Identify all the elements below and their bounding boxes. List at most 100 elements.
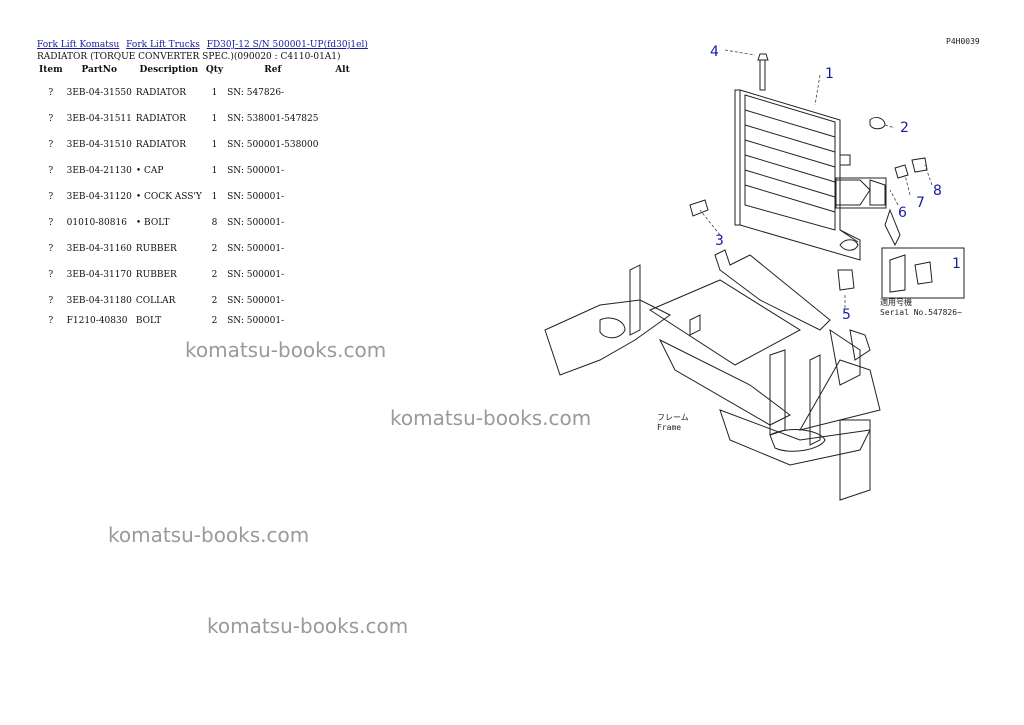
watermark: komatsu-books.com (185, 338, 387, 362)
cell-ref: SN: 500001- (227, 270, 285, 280)
serial-label-jp: 適用号機 (880, 297, 912, 307)
cell-ref: SN: 500001- (227, 166, 285, 176)
cell-item: ? (48, 244, 54, 254)
breadcrumb: Fork Lift Komatsu Fork Lift Trucks FD30J… (37, 40, 372, 50)
cell-item: ? (48, 114, 54, 124)
cell-ref: SN: 500001- (227, 296, 285, 306)
cell-description: RADIATOR (135, 114, 187, 124)
cell-alt (320, 158, 364, 184)
cell-description: BOLT (135, 316, 162, 326)
cell-item: ? (48, 192, 54, 202)
parts-table: Item PartNo Description Qty Ref Alt ? 3EB… (37, 65, 364, 328)
cell-qty: 1 (211, 166, 218, 176)
cell-description: • CAP (135, 166, 164, 176)
cell-alt (320, 314, 364, 328)
column-header-partno: PartNo (81, 65, 118, 75)
table-row: ? 3EB-04-21130• CAP 1 SN: 500001- (37, 158, 364, 184)
callout-6: 6 (898, 205, 907, 221)
detail-box (835, 177, 887, 209)
callout-3: 3 (715, 233, 724, 249)
leader-lines (699, 49, 933, 310)
cell-partno: 3EB-04-31510 (66, 140, 132, 150)
column-header-item: Item (39, 65, 63, 75)
table-row: ? 01010-80816 • BOLT 8 SN: 500001- (37, 210, 364, 236)
breadcrumb-link-model[interactable]: FD30J-12 S/N 500001-UP(fd30j1el) (206, 40, 368, 50)
column-header-alt: Alt (335, 65, 350, 75)
callout-detail-1: 1 (952, 256, 961, 272)
cell-qty: 2 (211, 296, 218, 306)
cell-description: • BOLT (135, 218, 170, 228)
cell-ref: SN: 500001- (227, 244, 285, 254)
frame-drawing (544, 249, 881, 501)
column-header-ref: Ref (264, 65, 282, 75)
cell-ref: SN: 500001- (227, 192, 285, 202)
table-row: ? F1210-40830 BOLT 2 SN: 500001- (37, 314, 364, 328)
cell-item: ? (48, 88, 54, 98)
cell-partno: 3EB-04-31511 (66, 114, 132, 124)
cell-item: ? (48, 270, 54, 280)
cell-description: RUBBER (135, 270, 177, 280)
cell-description: COLLAR (135, 296, 176, 306)
cell-qty: 2 (211, 244, 218, 254)
frame-label-jp: フレーム (657, 413, 689, 422)
cell-alt (320, 80, 364, 106)
cell-ref: SN: 500001- (227, 218, 285, 228)
cell-alt (320, 288, 364, 314)
breadcrumb-link-fork-lift-trucks[interactable]: Fork Lift Trucks (126, 40, 200, 50)
callout-5: 5 (842, 307, 851, 323)
column-header-description: Description (139, 65, 199, 75)
cell-qty: 1 (211, 192, 218, 202)
callout-2: 2 (900, 120, 909, 136)
watermark: komatsu-books.com (390, 406, 592, 430)
cell-item: ? (48, 166, 54, 176)
cell-qty: 1 (211, 140, 218, 150)
cell-qty: 1 (211, 114, 218, 124)
callout-8: 8 (933, 183, 942, 199)
table-row: ? 3EB-04-31120• COCK ASS'Y 1 SN: 500001- (37, 184, 364, 210)
cell-qty: 1 (211, 88, 218, 98)
cell-qty: 8 (211, 218, 218, 228)
cell-partno: 3EB-04-31170 (66, 270, 132, 280)
cell-partno: 3EB-04-21130 (66, 166, 132, 176)
cell-item: ? (48, 316, 54, 326)
cell-qty: 2 (211, 316, 218, 326)
cell-partno: 3EB-04-31550 (66, 88, 132, 98)
watermark: komatsu-books.com (207, 614, 409, 638)
cell-ref: SN: 500001- (227, 316, 285, 326)
cell-ref: SN: 500001-538000 (227, 140, 319, 150)
detail-inset: 1 適用号機 Serial No.547826~ (880, 247, 965, 317)
cell-item: ? (48, 296, 54, 306)
cell-description: • COCK ASS'Y (135, 192, 202, 202)
cell-qty: 2 (211, 270, 218, 280)
cell-description: RUBBER (135, 244, 177, 254)
cell-partno: F1210-40830 (66, 316, 128, 326)
cell-alt (320, 236, 364, 262)
breadcrumb-link-fork-lift-komatsu[interactable]: Fork Lift Komatsu (37, 40, 120, 50)
cell-ref: SN: 547826- (227, 88, 285, 98)
page-subtitle: RADIATOR (TORQUE CONVERTER SPEC.)(090020… (37, 52, 341, 62)
callout-1: 1 (825, 66, 834, 82)
cell-partno: 01010-80816 (66, 218, 127, 228)
cell-partno: 3EB-04-31120 (66, 192, 132, 202)
callout-7: 7 (916, 195, 925, 211)
cell-alt (320, 132, 364, 158)
cell-description: RADIATOR (135, 140, 187, 150)
column-header-qty: Qty (205, 65, 224, 75)
frame-label: Frame (657, 423, 681, 432)
table-header-row: Item PartNo Description Qty Ref Alt (37, 65, 364, 80)
drawing-code: P4H0039 (946, 37, 980, 46)
cell-partno: 3EB-04-31180 (66, 296, 132, 306)
cell-alt (320, 262, 364, 288)
cell-partno: 3EB-04-31160 (66, 244, 132, 254)
cell-ref: SN: 538001-547825 (227, 114, 319, 124)
watermark: komatsu-books.com (108, 523, 310, 547)
cell-item: ? (48, 218, 54, 228)
cell-description: RADIATOR (135, 88, 187, 98)
cell-item: ? (48, 140, 54, 150)
serial-label: Serial No.547826~ (880, 308, 962, 317)
